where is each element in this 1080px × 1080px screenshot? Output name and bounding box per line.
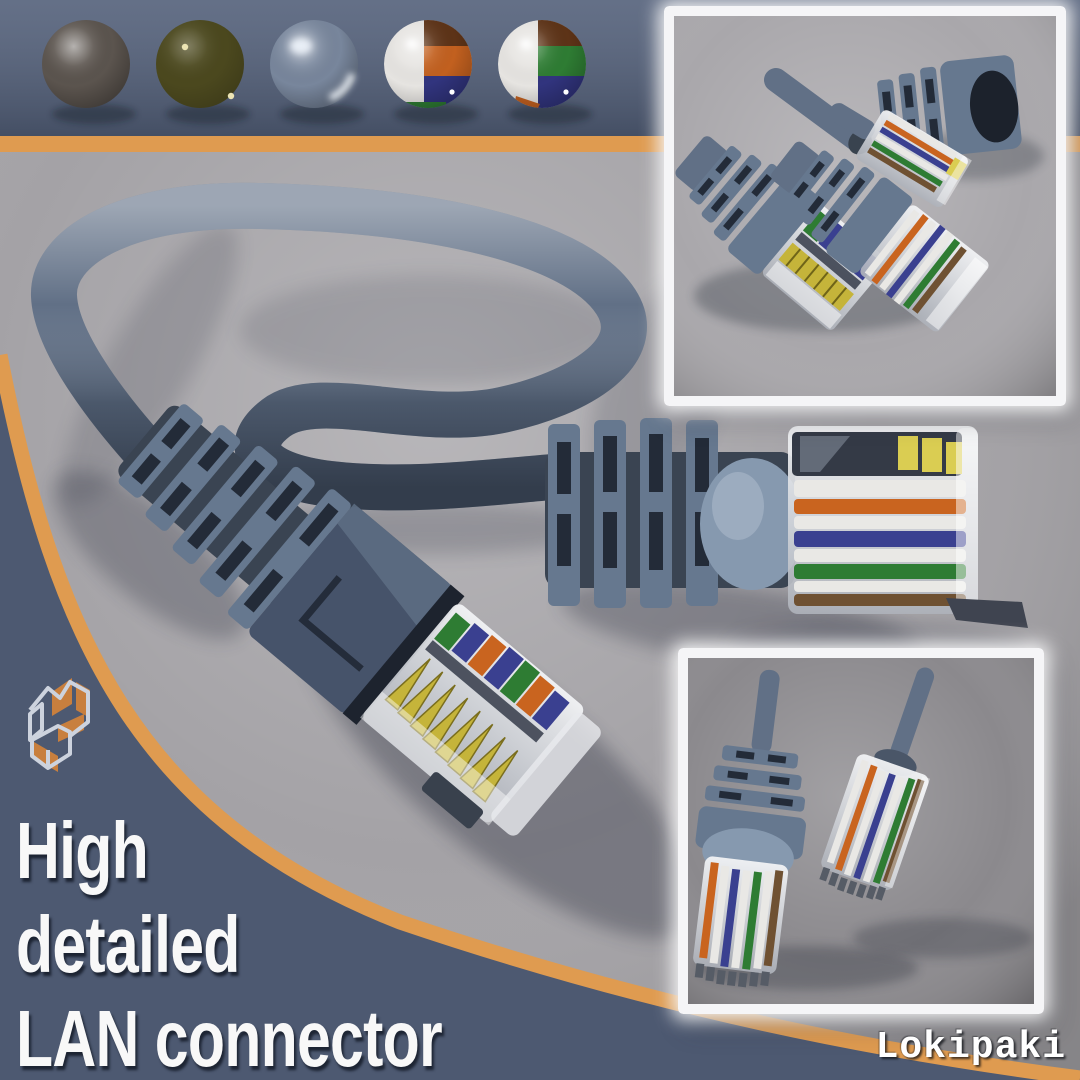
material-sphere-glossy: [270, 20, 358, 108]
material-sphere-matte: [42, 20, 130, 108]
mini-connector-striped: [771, 141, 989, 332]
corner-panel: [0, 355, 1080, 1080]
latch-tab: [421, 772, 484, 829]
wire-stripes: [826, 759, 925, 884]
wire-stripes: [867, 112, 958, 193]
mini-connector-bare: [828, 103, 972, 207]
connector-tip: [956, 428, 978, 612]
gold-pins: [384, 658, 519, 803]
right-rj45-connector: [545, 418, 1028, 628]
title-line-3: LAN connector: [16, 994, 443, 1080]
title-line-2: detailed: [16, 900, 240, 989]
wires: [794, 480, 966, 606]
inset-exploded-parts: [664, 6, 1066, 406]
sphere-shadows: [52, 104, 592, 124]
pin-teeth: [819, 866, 886, 901]
material-sphere-olive: [156, 20, 244, 108]
author-watermark: Lokipaki: [875, 1026, 1066, 1069]
product-title: High detailed LAN connector: [16, 804, 443, 1080]
connector-clear-body: [788, 426, 1028, 628]
connector-clear-front: [360, 604, 601, 836]
left-rj45-connector: [118, 404, 601, 836]
inset-connector-closeup: [678, 648, 1044, 1014]
wire-stripes: [864, 209, 967, 314]
accent-arc: [0, 353, 1080, 1080]
closeup-connector-boot: [693, 669, 806, 988]
closeup-connector-bare: [819, 667, 935, 901]
title-line-1: High: [16, 806, 149, 895]
connector-body: [249, 503, 465, 725]
boot-fins: [548, 418, 804, 608]
boot-groove: [298, 575, 364, 672]
latch-tab: [946, 598, 1028, 628]
wire-stripes: [699, 862, 784, 970]
boot-opening: [969, 70, 1019, 143]
closeup-render: [688, 658, 1034, 1004]
wire-cross-sections: [425, 612, 570, 743]
boot-fins: [118, 404, 351, 629]
pin-teeth: [694, 963, 770, 988]
exploded-parts-render: [674, 16, 1056, 396]
brand-logo-icon: [28, 678, 90, 772]
connector-tip: [491, 713, 601, 836]
